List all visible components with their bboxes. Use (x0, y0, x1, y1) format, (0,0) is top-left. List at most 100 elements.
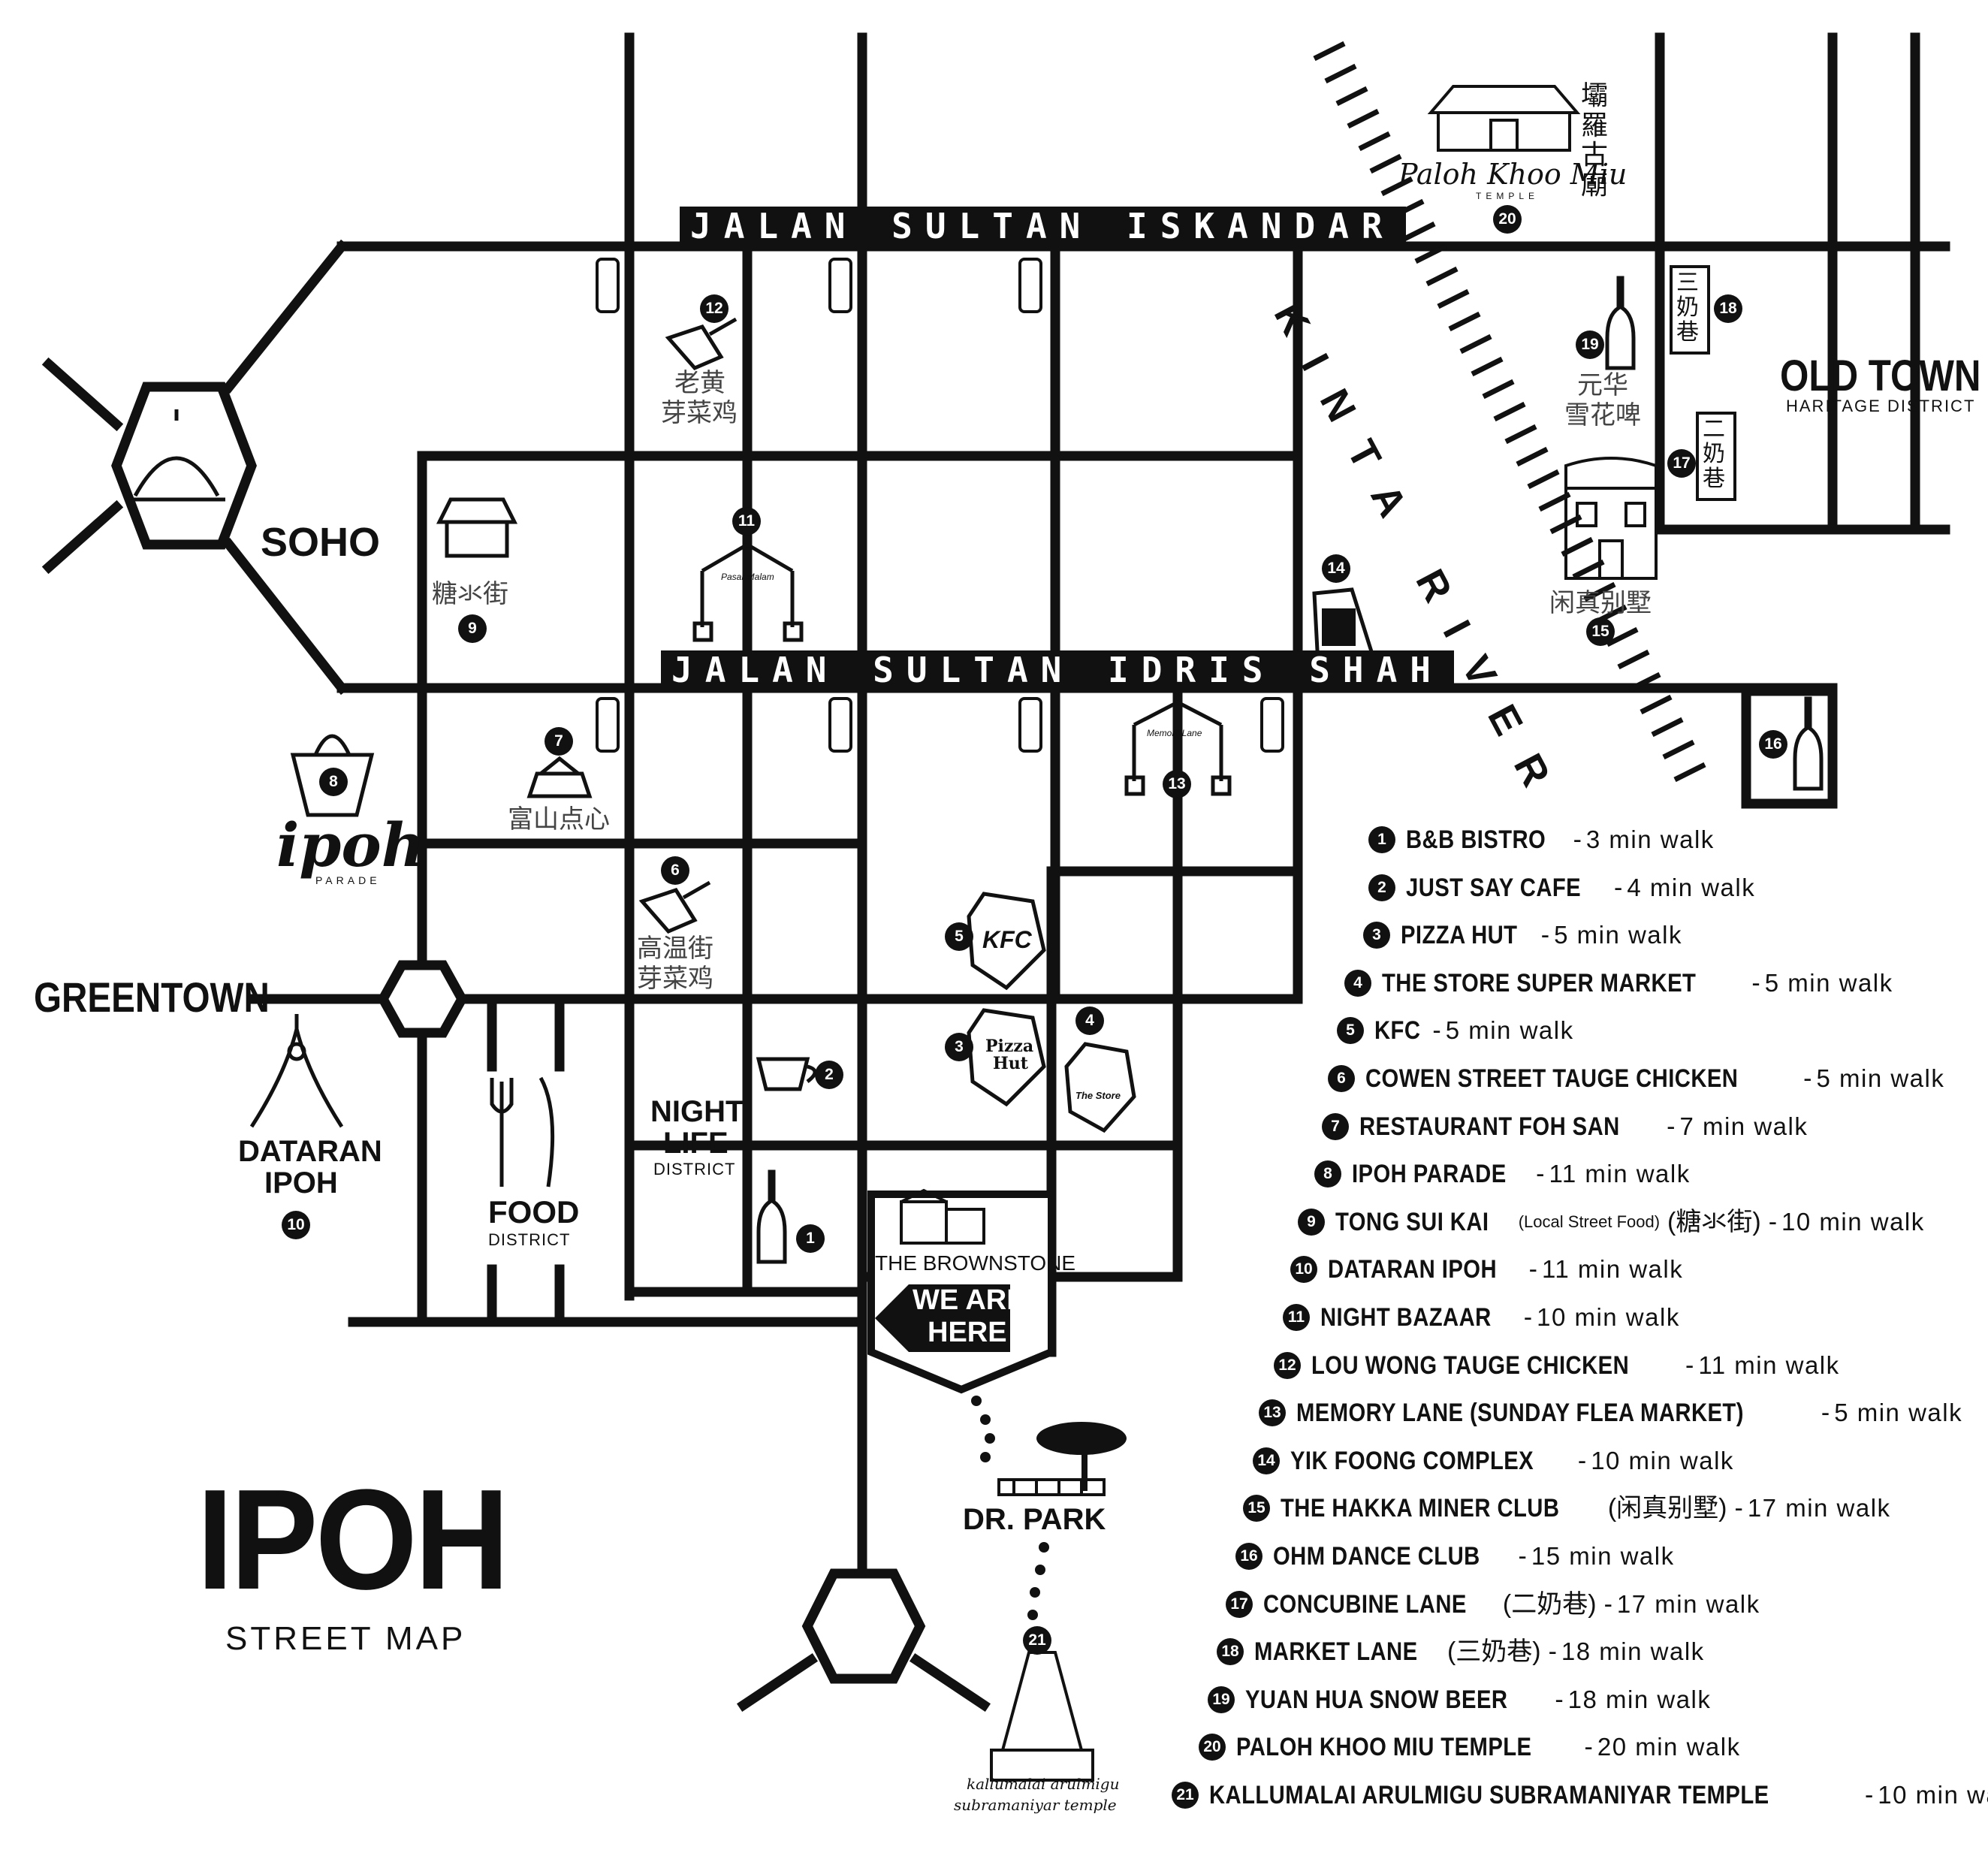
legend-item-walk-time: 10 min walk (1591, 1446, 1734, 1474)
legend-item-walk-time: 10 min walk (1781, 1207, 1925, 1236)
map-subtitle: STREET MAP (225, 1620, 466, 1657)
legend-item-name: YIK FOONG COMPLEX (1290, 1446, 1534, 1475)
legend-separator: - (1803, 1064, 1812, 1093)
map-badge-17: 17 (1667, 449, 1696, 478)
dataran-ipoh-tower-icon (249, 1014, 344, 1128)
cowen-cn-2: 芽菜鸡 (637, 964, 713, 994)
ipoh-parade-script: ipoh (276, 810, 425, 880)
yik-foong-logo-mark (1322, 608, 1356, 646)
legend-item-walk-time: 5 min walk (1834, 1399, 1963, 1427)
legend-item-note: (Local Street Food) (1518, 1212, 1661, 1231)
street-label-sultan-iskandar: JALAN SULTAN ISKANDAR (680, 207, 1406, 246)
legend-item-number: 1 (1368, 826, 1395, 853)
dim-sum-icon (526, 756, 593, 798)
pizza-hut-text-1: Pizza (985, 1037, 1034, 1056)
legend-item-name: TONG SUI KAI (1335, 1207, 1489, 1236)
yuan-hua-cn-2: 雪花啤 (1564, 400, 1641, 430)
map-badge-5: 5 (945, 922, 973, 951)
legend-separator: - (1614, 873, 1623, 902)
legend-item-name: DATARAN IPOH (1328, 1255, 1497, 1284)
area-old-town: OLD TOWN (1780, 352, 1981, 400)
foh-san-cn: 富山点心 (508, 804, 610, 834)
legend-item-name: LOU WONG TAUGE CHICKEN (1311, 1350, 1630, 1380)
legend-item-number: 21 (1172, 1782, 1199, 1809)
we-are-here-line2: HERE (928, 1317, 1007, 1348)
kinta-river-hatch (1313, 41, 1706, 783)
lou-wong-cn-2: 芽菜鸡 (661, 398, 738, 428)
legend-item-chinese: (糖氺街) (1667, 1207, 1761, 1236)
market-lane-cn: 三奶巷 (1676, 270, 1699, 346)
legend-item-walk-time: 5 min walk (1764, 968, 1893, 997)
traffic-light-icon (1260, 697, 1284, 753)
legend-item-number: 20 (1199, 1734, 1226, 1761)
legend-item-walk-time: 17 min walk (1747, 1494, 1891, 1522)
legend-item-walk-time: 11 min walk (1549, 1160, 1691, 1188)
legend-item-walk-time: 10 min walk (1878, 1781, 1988, 1809)
legend-item-walk-time: 11 min walk (1698, 1350, 1840, 1379)
lane-sign-icons (1670, 265, 1736, 501)
map-badge-16: 16 (1759, 730, 1787, 759)
legend-separator: - (1555, 1685, 1564, 1714)
greentown-hexagon (377, 960, 468, 1038)
legend-item-name: PALOH KHOO MIU TEMPLE (1236, 1733, 1532, 1762)
legend-item-walk-time: 5 min walk (1554, 921, 1682, 949)
legend-item-name: THE STORE SUPER MARKET (1382, 968, 1697, 997)
legend-item-walk-time: 17 min walk (1616, 1589, 1760, 1618)
we-are-here-arrow (875, 1284, 1010, 1352)
tong-sui-cn: 糖氺街 (432, 579, 508, 609)
legend-item-chinese: (二奶巷) (1502, 1589, 1597, 1619)
paloh-script: Paloh Khoo Miu (1398, 158, 1628, 191)
brownstone-building-icon (900, 1188, 985, 1245)
legend-item-walk-time: 10 min walk (1537, 1303, 1680, 1331)
map-badge-2: 2 (815, 1061, 843, 1089)
gate-icons (692, 542, 1232, 796)
soho-hexagon (111, 382, 257, 550)
walking-path (971, 1396, 1049, 1643)
legend-item-walk-time: 20 min walk (1597, 1733, 1741, 1761)
cup-icon (756, 1057, 817, 1091)
cowen-cn-1: 高温街 (637, 934, 713, 964)
legend-item-name: YUAN HUA SNOW BEER (1245, 1685, 1508, 1714)
legend-item-number: 11 (1283, 1304, 1310, 1331)
temple-tower-icon (990, 1651, 1094, 1782)
area-food: FOOD (488, 1194, 580, 1230)
legend-separator: - (1536, 1160, 1545, 1189)
paloh-temple-icon (1427, 85, 1581, 152)
legend-separator: - (1603, 1589, 1612, 1619)
map-badge-15: 15 (1586, 617, 1615, 646)
legend-separator: - (1864, 1781, 1874, 1809)
bottle-icons (756, 276, 1824, 1264)
traffic-light-icon (596, 697, 620, 753)
legend-item-chinese: (三奶巷) (1447, 1637, 1541, 1667)
legend-item-name: IPOH PARADE (1352, 1160, 1507, 1189)
area-night-1: NIGHT (650, 1095, 744, 1128)
paloh-cn: 壩羅古廟 (1581, 80, 1609, 201)
map-badge-21: 21 (1023, 1626, 1051, 1655)
legend-item-number: 18 (1217, 1638, 1244, 1666)
legend-item-number: 3 (1363, 922, 1390, 949)
street-label-sultan-idris-shah: JALAN SULTAN IDRIS SHAH (661, 650, 1454, 690)
legend-item-name: JUST SAY CAFE (1406, 873, 1582, 902)
legend-item-name: OHM DANCE CLUB (1273, 1542, 1480, 1571)
chicken-plate-icons (638, 317, 738, 934)
traffic-light-icons (596, 258, 1284, 753)
area-dataran-2: IPOH (264, 1166, 338, 1200)
legend-item-name: THE HAKKA MINER CLUB (1281, 1494, 1560, 1523)
legend-item-number: 17 (1226, 1590, 1253, 1618)
map-badge-1: 1 (796, 1224, 825, 1253)
legend-item-number: 14 (1253, 1447, 1280, 1474)
legend-item-name: KALLUMALAI ARULMIGU SUBRAMANIYAR TEMPLE (1209, 1781, 1769, 1809)
